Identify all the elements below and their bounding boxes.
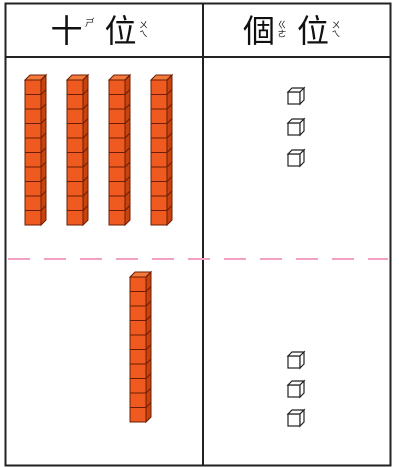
ones-header: 個 ㄍ ㄜ 位 ㄨ ㄟ — [204, 8, 390, 54]
ones-header-char-1: 個 — [243, 15, 275, 47]
one-cube — [288, 352, 304, 368]
zhuyin-symbol: ㄜ — [277, 31, 287, 40]
ones-header-char-2: 位 — [297, 15, 329, 47]
zhuyin-tone: ˊ — [91, 19, 95, 28]
ten-rod — [67, 75, 88, 225]
ten-rod — [25, 75, 46, 225]
tens-column-top — [25, 75, 172, 225]
zhuyin-symbol: ㄟ — [331, 31, 341, 40]
one-cube — [288, 88, 304, 104]
one-cube — [288, 381, 304, 397]
ten-rod — [151, 75, 172, 225]
tens-header: 十 ㄕ ˊ 位 ㄨ ㄟ — [6, 8, 203, 54]
ten-rod — [130, 272, 151, 422]
tens-header-zhuyin-2: ㄨ ㄟ — [139, 22, 149, 40]
zhuyin-symbol: ㄟ — [139, 31, 149, 40]
ones-column-bottom — [288, 352, 304, 426]
one-cube — [288, 150, 304, 166]
one-cube — [288, 119, 304, 135]
one-cube — [288, 410, 304, 426]
tens-header-char-2: 位 — [105, 15, 137, 47]
ones-column-top — [288, 88, 304, 166]
table-border — [6, 4, 391, 466]
tens-column-bottom — [130, 272, 151, 422]
ten-rod — [109, 75, 130, 225]
ones-header-zhuyin-1: ㄍ ㄜ — [277, 22, 287, 40]
ones-header-zhuyin-2: ㄨ ㄟ — [331, 22, 341, 40]
tens-header-zhuyin-1: ㄕ ˊ — [85, 20, 95, 28]
tens-header-char-1: 十 — [50, 15, 82, 47]
